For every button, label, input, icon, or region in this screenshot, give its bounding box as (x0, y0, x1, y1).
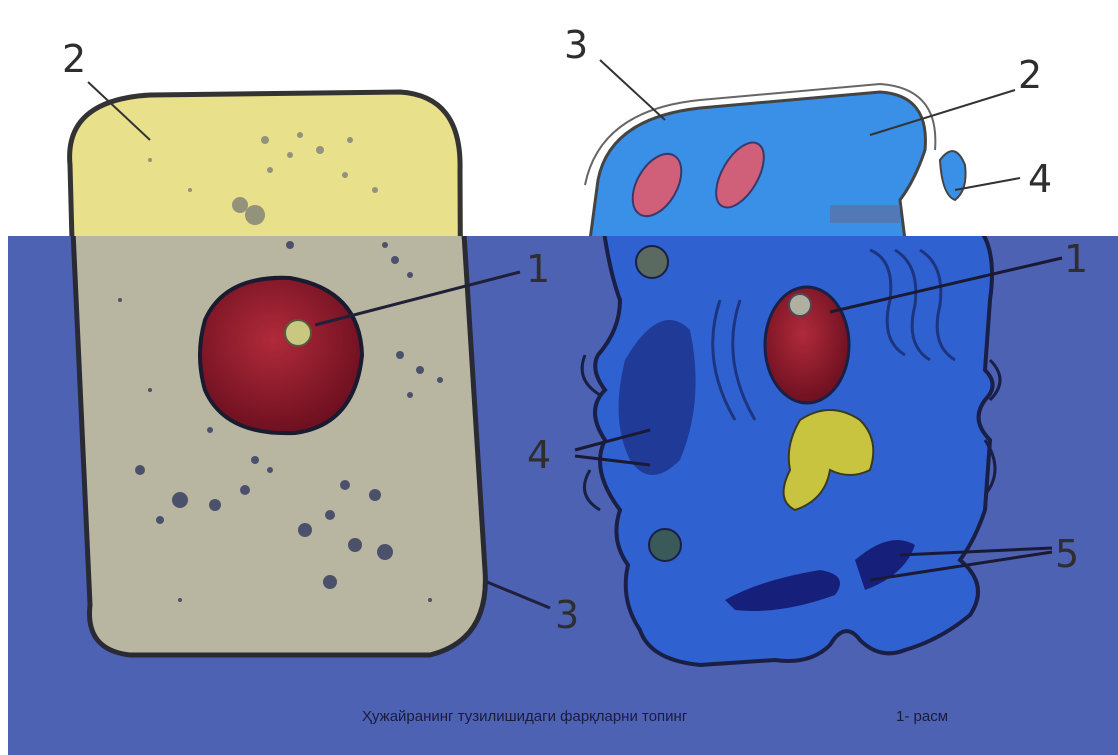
right-label-wall: 3 (564, 23, 588, 67)
right-label-cytoplasm: 2 (1018, 53, 1042, 97)
vesicle-top (940, 151, 966, 200)
left-nucleolus (285, 320, 311, 346)
right-label-organelle-5: 5 (1055, 532, 1079, 576)
left-label-nucleus: 1 (526, 247, 550, 291)
diagram-caption: Ҳужайранинг тузилишидаги фарқларни топин… (362, 708, 687, 725)
lysosome (649, 529, 681, 561)
vacuole-small (636, 246, 668, 278)
left-label-cytoplasm: 2 (62, 37, 86, 81)
right-label-vacuole: 4 (1028, 157, 1052, 201)
right-nucleolus (789, 294, 811, 316)
left-nucleus (200, 278, 362, 433)
figure-label: 1- расм (896, 708, 948, 725)
right-label-organelle-4: 4 (527, 433, 551, 477)
right-label-nucleus: 1 (1064, 237, 1088, 281)
left-label-wall: 3 (555, 593, 579, 637)
